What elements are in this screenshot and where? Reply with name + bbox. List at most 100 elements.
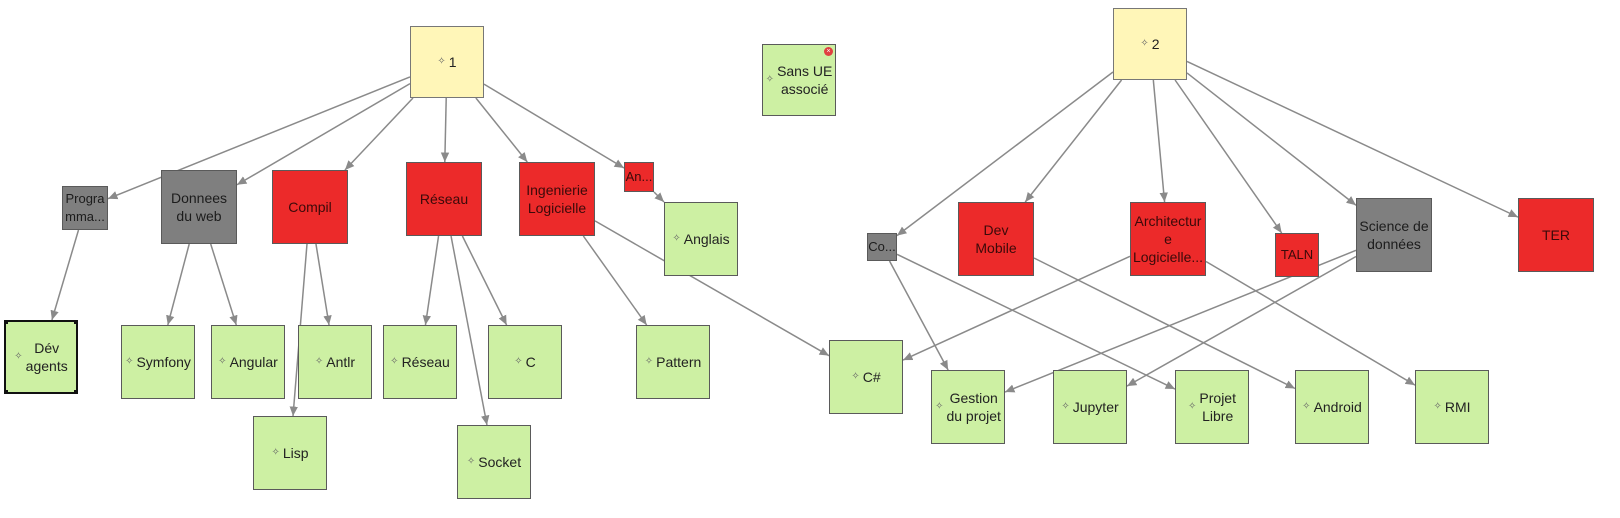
node-angular[interactable]: ✧Angular <box>211 325 285 399</box>
node-label: Progra mma... <box>65 191 105 224</box>
node-content: Co... <box>868 238 895 256</box>
edge-ingenierie-pattern[interactable] <box>582 235 648 326</box>
edge-n2-devmobile[interactable] <box>1024 79 1123 203</box>
node-donnees[interactable]: Donnees du web <box>161 170 237 244</box>
node-n2[interactable]: ✧2 <box>1113 8 1187 80</box>
node-content: Science de données <box>1359 217 1428 253</box>
node-science[interactable]: Science de données <box>1356 198 1432 272</box>
node-content: Compil <box>288 198 332 216</box>
edge-n1-compil[interactable] <box>344 97 414 171</box>
selection-handle[interactable] <box>6 390 8 392</box>
four-point-star-icon[interactable]: ✧ <box>390 356 399 367</box>
four-point-star-icon[interactable]: ✧ <box>851 371 860 382</box>
edge-n1-an[interactable] <box>483 83 625 169</box>
node-gestion[interactable]: ✧Gestion du projet <box>931 370 1005 444</box>
node-content: ✧Sans UE associé <box>766 62 833 98</box>
node-reseau[interactable]: Réseau <box>406 162 482 236</box>
four-point-star-icon[interactable]: ✧ <box>765 74 775 85</box>
node-rmi[interactable]: ✧RMI <box>1415 370 1489 444</box>
node-ingenierie[interactable]: Ingenierie Logicielle <box>519 162 595 236</box>
four-point-star-icon[interactable]: ✧ <box>935 401 944 412</box>
node-label: Sans UE associé <box>777 63 833 97</box>
four-point-star-icon[interactable]: ✧ <box>1302 401 1311 412</box>
edge-donnees-symfony[interactable] <box>166 243 190 326</box>
node-socket[interactable]: ✧Socket <box>457 425 531 499</box>
edge-compil-antlr[interactable] <box>315 243 332 326</box>
edge-donnees-angular[interactable] <box>209 243 238 326</box>
node-taln[interactable]: TALN <box>1275 233 1319 277</box>
node-ter[interactable]: TER <box>1518 198 1594 272</box>
edge-n2-ter[interactable] <box>1186 60 1519 218</box>
selection-handle[interactable] <box>74 322 76 324</box>
node-content: Réseau <box>420 190 468 208</box>
edge-n1-reseau[interactable] <box>440 97 450 163</box>
node-content: Ingenierie Logicielle <box>526 181 588 217</box>
selection-handle[interactable] <box>6 322 8 324</box>
node-devmobile[interactable]: Dev Mobile <box>958 202 1034 276</box>
edge-progra-devagents[interactable] <box>50 229 80 321</box>
four-point-star-icon[interactable]: ✧ <box>1140 38 1149 49</box>
node-label: Science de données <box>1359 218 1429 252</box>
node-pattern[interactable]: ✧Pattern <box>636 325 710 399</box>
node-n1[interactable]: ✧1 <box>410 26 484 98</box>
edge-reseau-reseau2[interactable] <box>422 235 440 326</box>
node-jupyter[interactable]: ✧Jupyter <box>1053 370 1127 444</box>
four-point-star-icon[interactable]: ✧ <box>14 351 23 362</box>
four-point-star-icon[interactable]: ✧ <box>644 356 654 367</box>
node-label: TER <box>1542 227 1570 243</box>
edge-archi-rmi[interactable] <box>1205 260 1416 386</box>
node-archi[interactable]: Architectur e Logicielle... <box>1130 202 1206 276</box>
edge-n2-science[interactable] <box>1186 72 1357 206</box>
node-label: Co... <box>868 239 896 254</box>
four-point-star-icon[interactable]: ✧ <box>125 356 134 367</box>
node-content: Architectur e Logicielle... <box>1133 212 1203 266</box>
edge-devmobile-android[interactable] <box>1033 257 1296 390</box>
node-label: Compil <box>288 199 332 215</box>
node-label: Réseau <box>401 354 450 370</box>
node-sansue[interactable]: ✧Sans UE associé × <box>762 44 836 116</box>
node-content: ✧2 <box>1140 35 1159 53</box>
four-point-star-icon[interactable]: ✧ <box>437 56 446 67</box>
four-point-star-icon[interactable]: ✧ <box>1188 401 1197 412</box>
node-devagents[interactable]: ✧Dév agents <box>4 320 78 394</box>
node-content: ✧Lisp <box>271 444 308 462</box>
close-icon[interactable]: × <box>824 47 833 56</box>
edge-n1-progra[interactable] <box>107 76 411 200</box>
node-antlr[interactable]: ✧Antlr <box>298 325 372 399</box>
node-label: Symfony <box>136 354 191 370</box>
node-projetlibre[interactable]: ✧Projet Libre <box>1175 370 1249 444</box>
edge-an-anglais[interactable] <box>653 191 665 203</box>
edge-reseau-c[interactable] <box>461 235 508 326</box>
node-c[interactable]: ✧C <box>488 325 562 399</box>
four-point-star-icon[interactable]: ✧ <box>466 456 476 467</box>
node-an[interactable]: An... <box>624 162 654 192</box>
node-reseau2[interactable]: ✧Réseau <box>383 325 457 399</box>
four-point-star-icon[interactable]: ✧ <box>672 233 681 244</box>
node-android[interactable]: ✧Android <box>1295 370 1369 444</box>
node-anglais[interactable]: ✧Anglais <box>664 202 738 276</box>
node-content: ✧Angular <box>218 353 278 371</box>
edge-n2-archi[interactable] <box>1152 79 1168 203</box>
node-co[interactable]: Co... <box>867 233 897 261</box>
node-label: Projet Libre <box>1199 390 1236 424</box>
edge-n1-ingenierie[interactable] <box>475 97 528 163</box>
node-content: ✧Jupyter <box>1061 398 1118 416</box>
four-point-star-icon[interactable]: ✧ <box>314 356 324 367</box>
four-point-star-icon[interactable]: ✧ <box>1433 401 1442 412</box>
node-csharp[interactable]: ✧C# <box>829 340 903 414</box>
node-compil[interactable]: Compil <box>272 170 348 244</box>
selection-handle[interactable] <box>74 390 76 392</box>
node-progra[interactable]: Progra mma... <box>62 186 108 230</box>
node-content: ✧Gestion du projet <box>935 389 1001 425</box>
four-point-star-icon[interactable]: ✧ <box>514 356 523 367</box>
node-symfony[interactable]: ✧Symfony <box>121 325 195 399</box>
four-point-star-icon[interactable]: ✧ <box>1061 401 1070 412</box>
node-lisp[interactable]: ✧Lisp <box>253 416 327 490</box>
node-label: Gestion du projet <box>946 390 1001 424</box>
node-content: TER <box>1542 226 1570 244</box>
node-label: Angular <box>229 354 278 370</box>
node-label: Anglais <box>683 231 730 247</box>
four-point-star-icon[interactable]: ✧ <box>218 356 227 367</box>
four-point-star-icon[interactable]: ✧ <box>271 447 280 458</box>
